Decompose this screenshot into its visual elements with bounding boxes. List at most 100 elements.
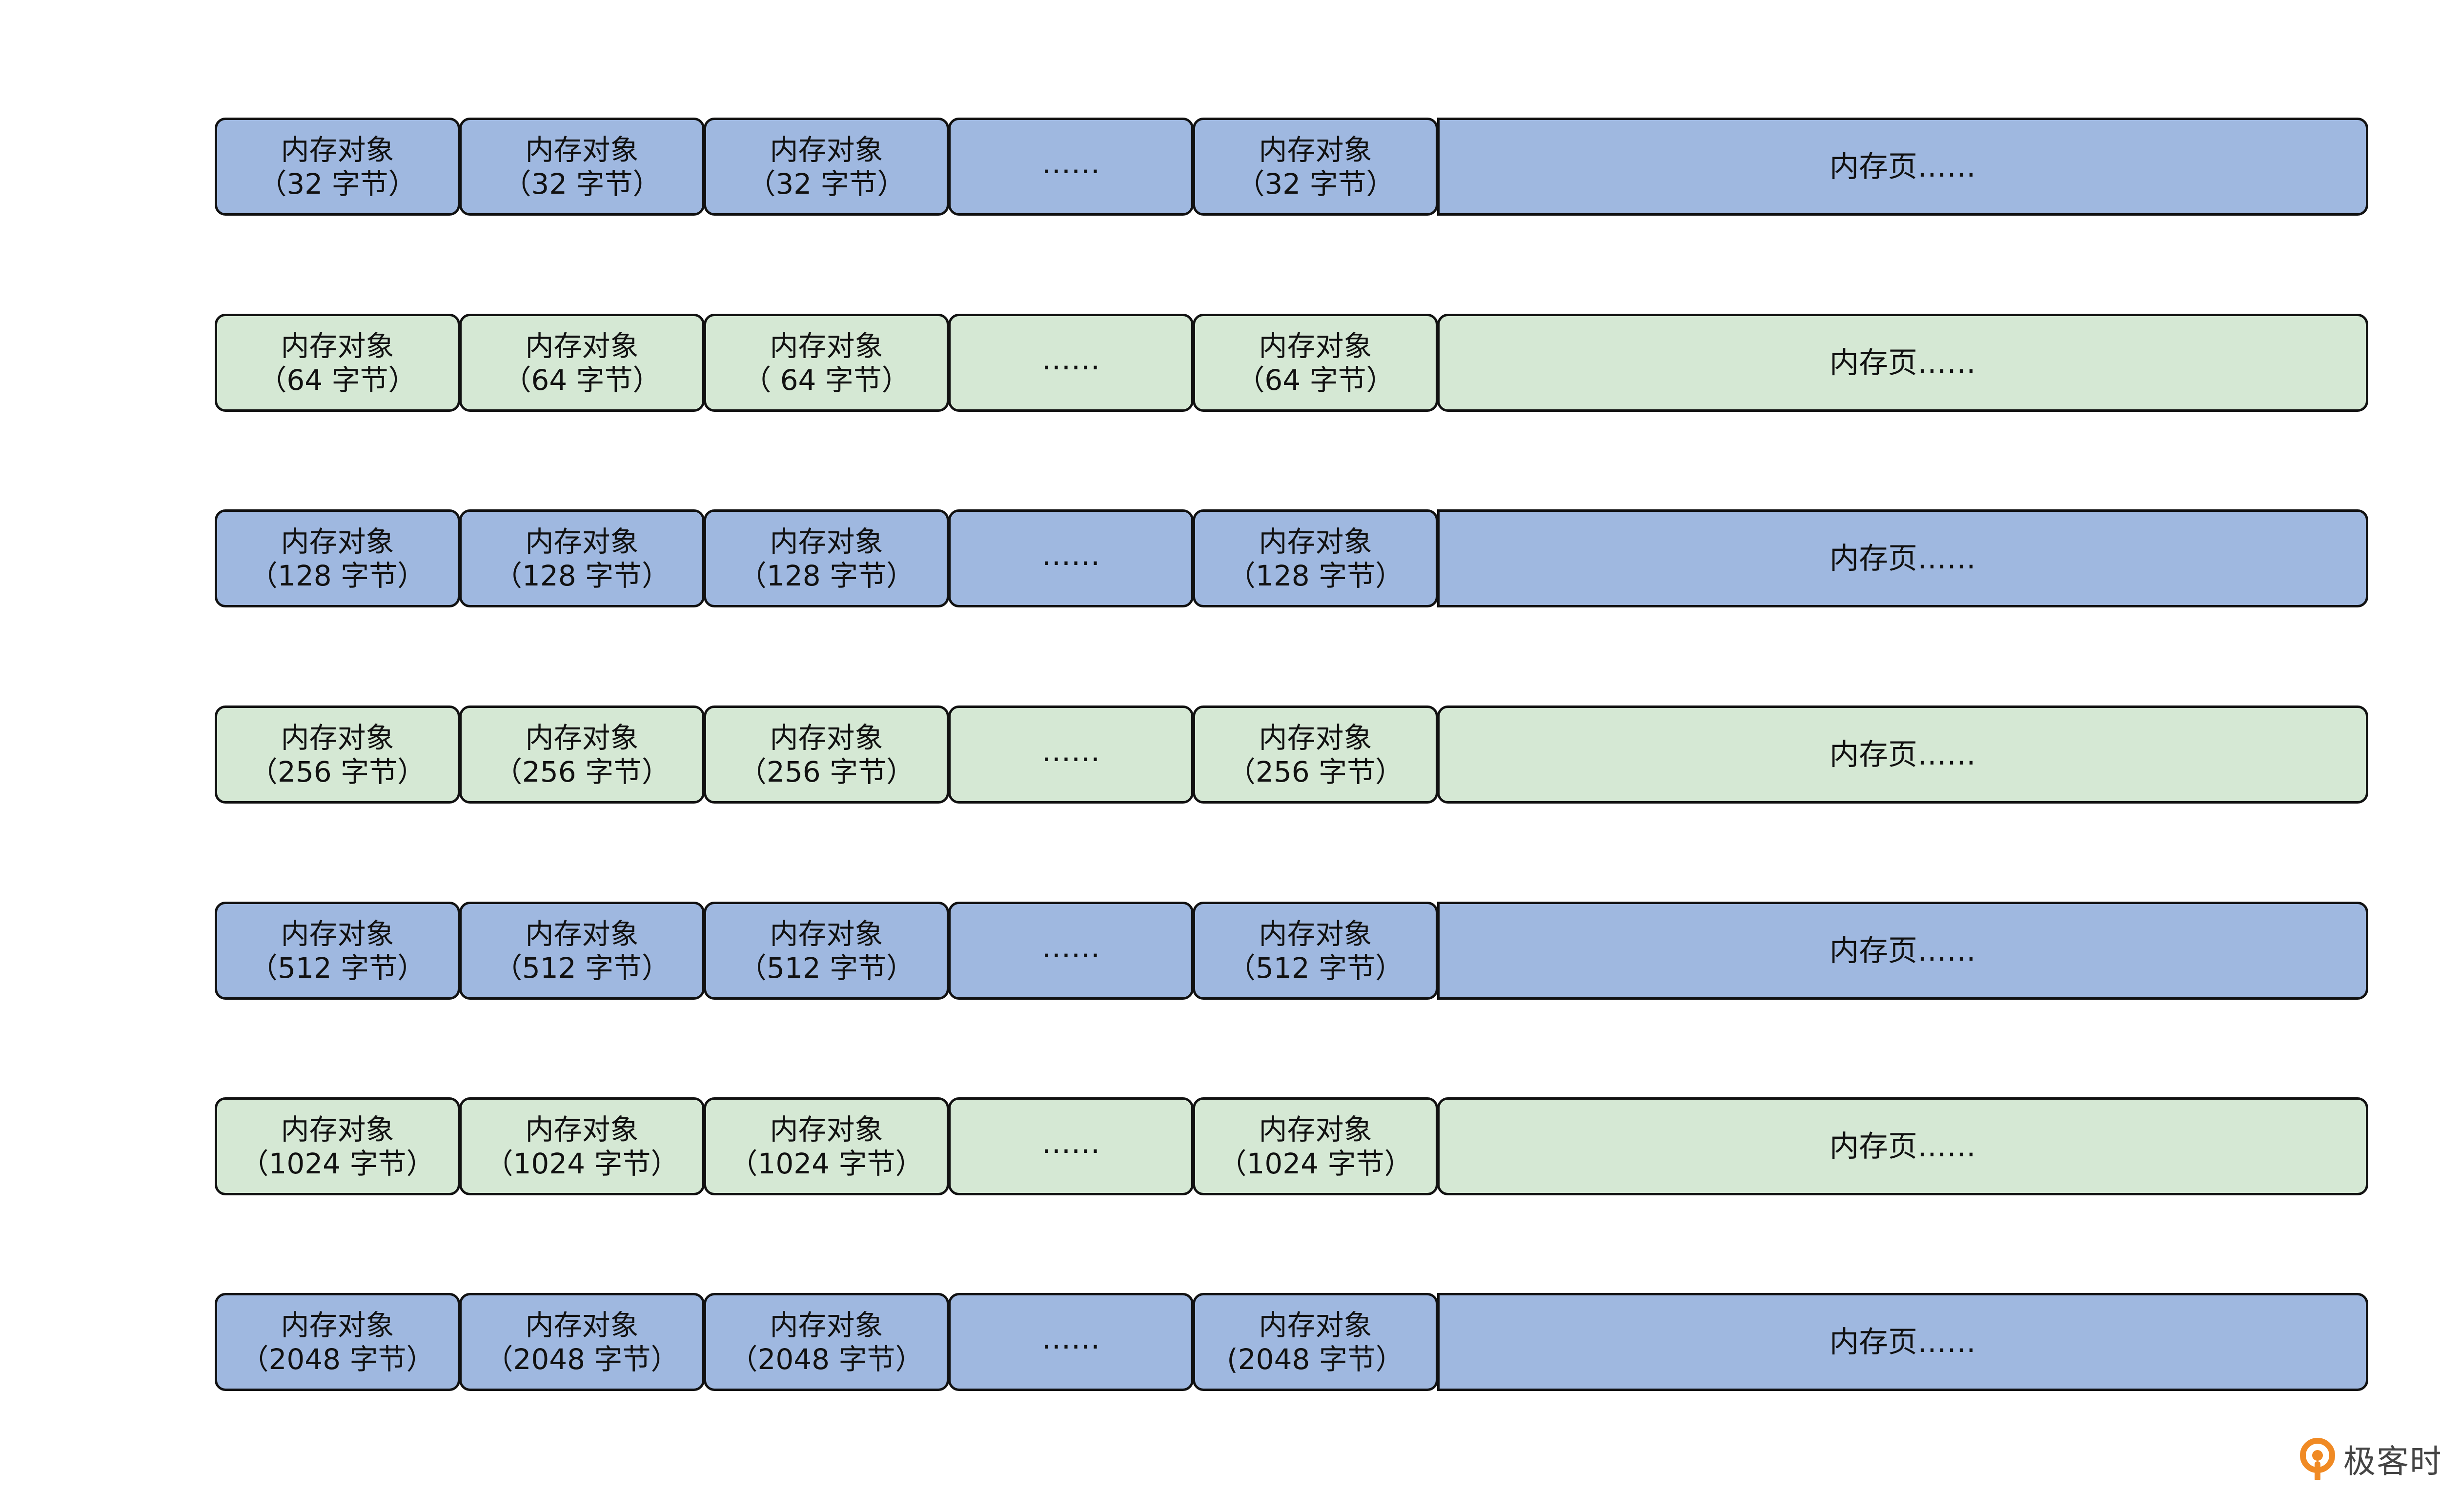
cell-label: 内存对象 [770, 329, 883, 363]
cell-size: （512 字节） [493, 951, 671, 985]
cell-label: 内存对象 [1259, 721, 1372, 754]
cell-size: （128 字节） [738, 559, 915, 592]
cell-label: 内存页…… [1830, 149, 1976, 184]
cell-label: 内存对象 [281, 133, 394, 166]
cell-label: 内存对象 [525, 133, 639, 166]
memory-object-cell: 内存对象 （2048 字节） [215, 1293, 460, 1391]
cell-size: （256 字节） [493, 755, 671, 788]
memory-object-cell: 内存对象 （128 字节） [704, 509, 949, 607]
geektime-logo-icon [2300, 1438, 2335, 1480]
cell-size: （2048 字节） [240, 1342, 435, 1376]
memory-object-cell: 内存对象 （64 字节） [215, 314, 460, 412]
cell-label: 内存页…… [1830, 1325, 1976, 1359]
cell-label: 内存页…… [1830, 1129, 1976, 1164]
cell-size: (2048 字节） [1227, 1342, 1404, 1376]
cell-size: （512 字节） [249, 951, 426, 985]
cell-label: 内存对象 [281, 1112, 394, 1146]
memory-object-cell: 内存对象 （128 字节） [1193, 509, 1438, 607]
cell-label: 内存页…… [1830, 541, 1976, 576]
brand-name: 极客时间 [2343, 1443, 2440, 1480]
cell-label: …… [1041, 538, 1100, 572]
cell-label: 内存对象 [1259, 1308, 1372, 1342]
cell-label: …… [1041, 930, 1100, 965]
slab-row: 内存对象 （2048 字节） 内存对象 （2048 字节） 内存对象 （2048… [215, 1293, 2368, 1391]
cell-size: （512 字节） [1227, 951, 1404, 985]
slab-row: 内存对象 （32 字节） 内存对象 （32 字节） 内存对象 （32 字节） …… [215, 118, 2368, 216]
cell-size: （1024 字节） [240, 1147, 435, 1180]
ellipsis-cell: …… [948, 706, 1194, 804]
cell-label: 内存对象 [281, 524, 394, 558]
memory-object-cell: 内存对象 （256 字节） [1193, 706, 1438, 804]
memory-object-cell: 内存对象 （256 字节） [704, 706, 949, 804]
memory-page-cell: 内存页…… [1437, 902, 2368, 1000]
cell-label: 内存对象 [770, 133, 883, 166]
memory-object-cell: 内存对象 （32 字节） [1193, 118, 1438, 216]
memory-page-cell: 内存页…… [1437, 509, 2368, 607]
cell-label: 内存对象 [525, 721, 639, 754]
cell-label: 内存对象 [770, 917, 883, 950]
memory-object-cell: 内存对象 (2048 字节） [1193, 1293, 1438, 1391]
cell-label: 内存对象 [525, 1112, 639, 1146]
memory-object-cell: 内存对象 （1024 字节） [704, 1097, 949, 1195]
memory-page-cell: 内存页…… [1437, 706, 2368, 804]
cell-label: …… [1041, 1126, 1100, 1160]
ellipsis-cell: …… [948, 118, 1194, 216]
memory-page-cell: 内存页…… [1437, 1293, 2368, 1391]
cell-size: （ 64 字节） [743, 363, 910, 397]
cell-label: …… [1041, 146, 1100, 181]
slab-row: 内存对象 （1024 字节） 内存对象 （1024 字节） 内存对象 （1024… [215, 1097, 2368, 1195]
cell-size: （32 字节） [503, 167, 661, 201]
memory-object-cell: 内存对象 （32 字节） [215, 118, 460, 216]
cell-label: 内存页…… [1830, 737, 1976, 772]
memory-object-cell: 内存对象 （128 字节） [459, 509, 705, 607]
cell-size: （256 字节） [1227, 755, 1404, 788]
memory-object-cell: 内存对象 （512 字节） [704, 902, 949, 1000]
cell-label: …… [1041, 342, 1100, 377]
memory-object-cell: 内存对象 （64 字节） [459, 314, 705, 412]
cell-size: （32 字节） [747, 167, 906, 201]
cell-label: 内存对象 [525, 524, 639, 558]
cell-label: 内存对象 [1259, 524, 1372, 558]
slab-row: 内存对象 （512 字节） 内存对象 （512 字节） 内存对象 （512 字节… [215, 902, 2368, 1000]
cell-size: （32 字节） [1236, 167, 1395, 201]
cell-label: 内存对象 [770, 524, 883, 558]
ellipsis-cell: …… [948, 1293, 1194, 1391]
memory-object-cell: 内存对象 （512 字节） [459, 902, 705, 1000]
cell-size: （256 字节） [249, 755, 426, 788]
cell-size: （256 字节） [738, 755, 915, 788]
cell-label: 内存对象 [281, 329, 394, 363]
memory-object-cell: 内存对象 （1024 字节） [215, 1097, 460, 1195]
memory-object-cell: 内存对象 （64 字节） [1193, 314, 1438, 412]
cell-size: （1024 字节） [1218, 1147, 1413, 1180]
cell-label: …… [1041, 734, 1100, 768]
memory-object-cell: 内存对象 （1024 字节） [459, 1097, 705, 1195]
cell-size: （128 字节） [1227, 559, 1404, 592]
ellipsis-cell: …… [948, 314, 1194, 412]
cell-label: 内存对象 [1259, 1112, 1372, 1146]
slab-row: 内存对象 （64 字节） 内存对象 （64 字节） 内存对象 （ 64 字节） … [215, 314, 2368, 412]
cell-size: （64 字节） [258, 363, 417, 397]
ellipsis-cell: …… [948, 902, 1194, 1000]
memory-object-cell: 内存对象 （2048 字节） [459, 1293, 705, 1391]
slab-row: 内存对象 （128 字节） 内存对象 （128 字节） 内存对象 （128 字节… [215, 509, 2368, 607]
cell-size: （2048 字节） [729, 1342, 924, 1376]
cell-size: （128 字节） [249, 559, 426, 592]
slab-row: 内存对象 （256 字节） 内存对象 （256 字节） 内存对象 （256 字节… [215, 706, 2368, 804]
cell-size: （1024 字节） [729, 1147, 924, 1180]
memory-object-cell: 内存对象 （128 字节） [215, 509, 460, 607]
cell-size: （64 字节） [503, 363, 661, 397]
memory-object-cell: 内存对象 （2048 字节） [704, 1293, 949, 1391]
cell-label: 内存对象 [525, 329, 639, 363]
memory-object-cell: 内存对象 （1024 字节） [1193, 1097, 1438, 1195]
memory-object-cell: 内存对象 （256 字节） [459, 706, 705, 804]
memory-object-cell: 内存对象 （256 字节） [215, 706, 460, 804]
memory-object-cell: 内存对象 （512 字节） [1193, 902, 1438, 1000]
memory-object-cell: 内存对象 （ 64 字节） [704, 314, 949, 412]
cell-label: 内存对象 [281, 1308, 394, 1342]
memory-page-cell: 内存页…… [1437, 314, 2368, 412]
cell-label: 内存页…… [1830, 933, 1976, 968]
cell-size: （32 字节） [258, 167, 417, 201]
cell-size: （64 字节） [1236, 363, 1395, 397]
ellipsis-cell: …… [948, 1097, 1194, 1195]
cell-label: 内存对象 [1259, 917, 1372, 950]
